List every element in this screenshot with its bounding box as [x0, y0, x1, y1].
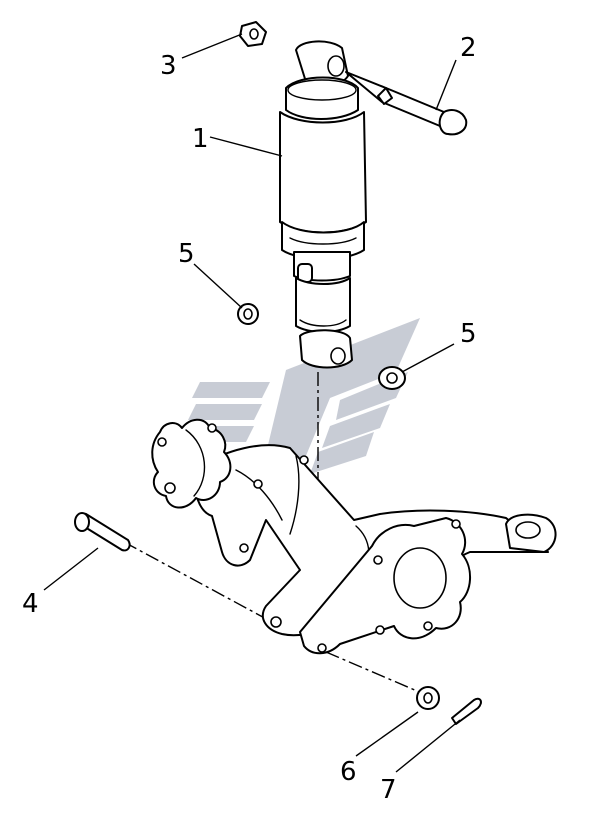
callout-4: 4 [22, 589, 39, 619]
callout-6: 6 [340, 757, 357, 787]
callout-2: 2 [460, 33, 477, 63]
callout-3: 3 [160, 51, 177, 81]
bolt [345, 71, 468, 136]
flange-plate [299, 517, 471, 655]
cotter-pin [451, 697, 482, 725]
shock-absorber [279, 40, 367, 369]
callout-1: 1 [192, 124, 209, 154]
callout-7: 7 [380, 775, 397, 805]
callout-5-right: 5 [460, 319, 477, 349]
washer-6 [416, 686, 440, 710]
pin [74, 512, 131, 552]
hub-flange [151, 418, 232, 509]
nut [239, 21, 267, 47]
leader-lines [43, 33, 461, 773]
washer-left [237, 303, 259, 325]
washer-right [378, 366, 406, 390]
pivot-eye [505, 513, 557, 553]
callout-5-left: 5 [178, 239, 195, 269]
